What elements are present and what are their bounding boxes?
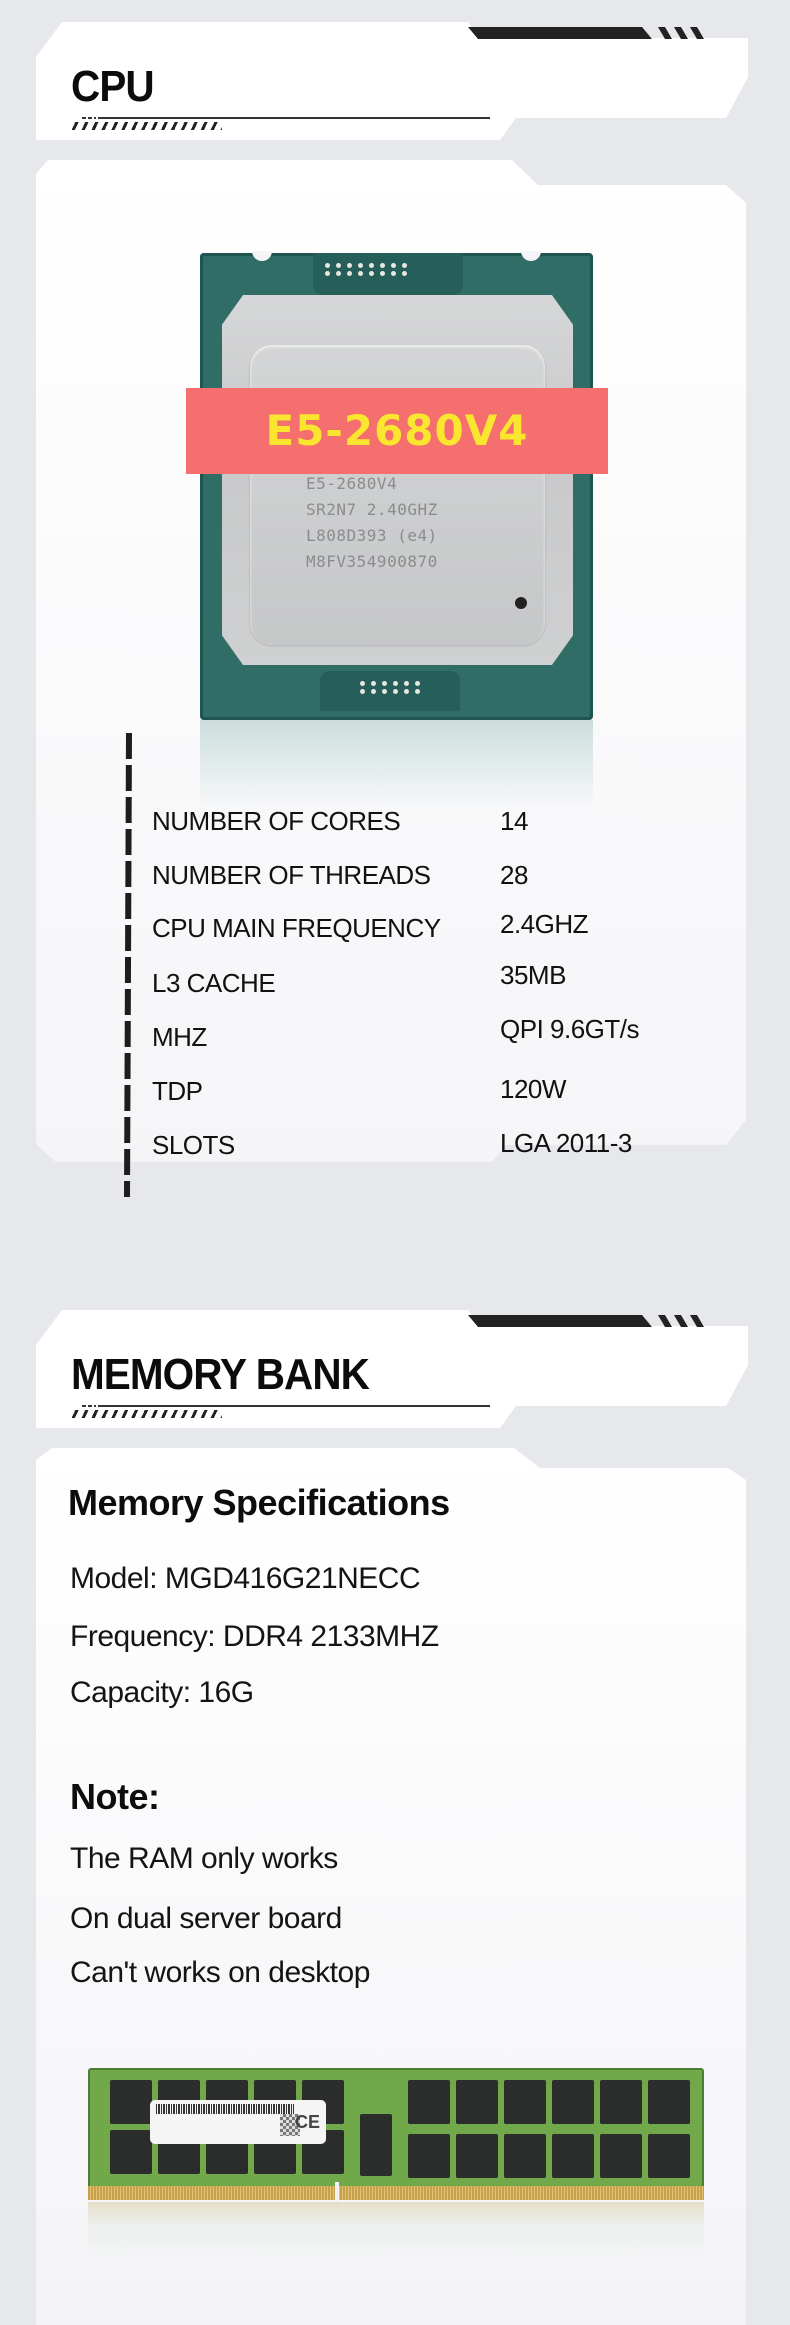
header-decor-bar bbox=[468, 1315, 652, 1327]
header-underline-dash bbox=[82, 117, 96, 119]
spec-value: QPI 9.6GT/s bbox=[500, 1014, 640, 1044]
memory-spec-frequency: Frequency: DDR4 2133MHZ bbox=[70, 1620, 439, 1653]
spec-label: NUMBER OF THREADS bbox=[152, 860, 431, 890]
spec-row: MHZ QPI 9.6GT/s bbox=[152, 1014, 672, 1052]
header-decor-bar bbox=[468, 27, 652, 39]
ram-sticker: CE bbox=[150, 2100, 326, 2144]
cpu-model-label: E5-2680V4 bbox=[186, 388, 608, 474]
cpu-pin1-indicator bbox=[515, 597, 527, 609]
qr-code bbox=[280, 2114, 300, 2136]
spec-value: 14 bbox=[500, 806, 528, 836]
memory-spec-heading: Memory Specifications bbox=[68, 1482, 450, 1523]
cpu-model-text: E5-2680V4 bbox=[265, 406, 529, 455]
spec-label: NUMBER OF CORES bbox=[152, 806, 401, 836]
ce-mark: CE bbox=[294, 2112, 320, 2132]
spec-label: L3 CACHE bbox=[152, 968, 276, 998]
spec-row: NUMBER OF CORES 14 bbox=[152, 806, 672, 836]
header-decor-slash bbox=[690, 27, 704, 39]
cpu-heatspreader bbox=[222, 295, 573, 665]
header-underline bbox=[98, 1405, 490, 1407]
spec-label: TDP bbox=[152, 1076, 203, 1106]
note-line: On dual server board bbox=[70, 1902, 342, 1935]
ram-image-reflection bbox=[88, 2202, 704, 2262]
chip-marking: L808D393 (e4) bbox=[306, 526, 438, 545]
note-line: Can't works on desktop bbox=[70, 1956, 370, 1989]
cpu-contact-pads-bottom bbox=[360, 681, 421, 694]
header-hatch-decor bbox=[72, 1410, 222, 1418]
header-decor-slash bbox=[674, 27, 688, 39]
spec-label: MHZ bbox=[152, 1022, 207, 1052]
header-decor-slash bbox=[658, 1315, 672, 1327]
section-title-cpu: CPU bbox=[71, 62, 155, 111]
spec-table-dash-line bbox=[124, 733, 132, 1197]
header-decor-slash bbox=[674, 1315, 688, 1327]
header-decor-slash bbox=[690, 1315, 704, 1327]
ram-gold-contacts bbox=[88, 2186, 704, 2200]
cpu-contact-pads bbox=[325, 263, 408, 276]
header-underline-dash bbox=[82, 1405, 96, 1407]
spec-row: CPU MAIN FREQUENCY 2.4GHZ bbox=[152, 909, 672, 943]
spec-label: CPU MAIN FREQUENCY bbox=[152, 913, 441, 943]
header-decor-slash bbox=[658, 27, 672, 39]
note-heading: Note: bbox=[70, 1776, 160, 1817]
spec-row: L3 CACHE 35MB bbox=[152, 960, 672, 998]
cpu-image-reflection bbox=[200, 720, 593, 810]
section-title-memory: MEMORY BANK bbox=[71, 1350, 370, 1399]
spec-row: SLOTS LGA 2011-3 bbox=[152, 1128, 672, 1160]
spec-value: LGA 2011-3 bbox=[500, 1128, 632, 1158]
memory-spec-capacity: Capacity: 16G bbox=[70, 1676, 254, 1709]
cpu-section-header: CPU bbox=[36, 22, 754, 140]
spec-label: SLOTS bbox=[152, 1130, 235, 1160]
memory-section-header: MEMORY BANK bbox=[36, 1310, 754, 1428]
chip-marking: E5-2680V4 bbox=[306, 474, 398, 493]
spec-row: TDP 120W bbox=[152, 1074, 672, 1106]
spec-row: NUMBER OF THREADS 28 bbox=[152, 860, 672, 890]
barcode bbox=[156, 2104, 294, 2114]
note-line: The RAM only works bbox=[70, 1842, 338, 1875]
ram-module-image: CE bbox=[88, 2068, 704, 2190]
header-hatch-decor bbox=[72, 122, 222, 130]
header-underline bbox=[98, 117, 490, 119]
spec-value: 120W bbox=[500, 1074, 566, 1104]
spec-value: 2.4GHZ bbox=[500, 909, 589, 939]
spec-value: 35MB bbox=[500, 960, 566, 990]
register-chip bbox=[360, 2114, 392, 2176]
ram-key-notch bbox=[335, 2182, 339, 2208]
chip-marking: SR2N7 2.40GHZ bbox=[306, 500, 438, 519]
spec-value: 28 bbox=[500, 860, 528, 890]
memory-spec-model: Model: MGD416G21NECC bbox=[70, 1562, 421, 1595]
chip-marking: M8FV354900870 bbox=[306, 552, 438, 571]
